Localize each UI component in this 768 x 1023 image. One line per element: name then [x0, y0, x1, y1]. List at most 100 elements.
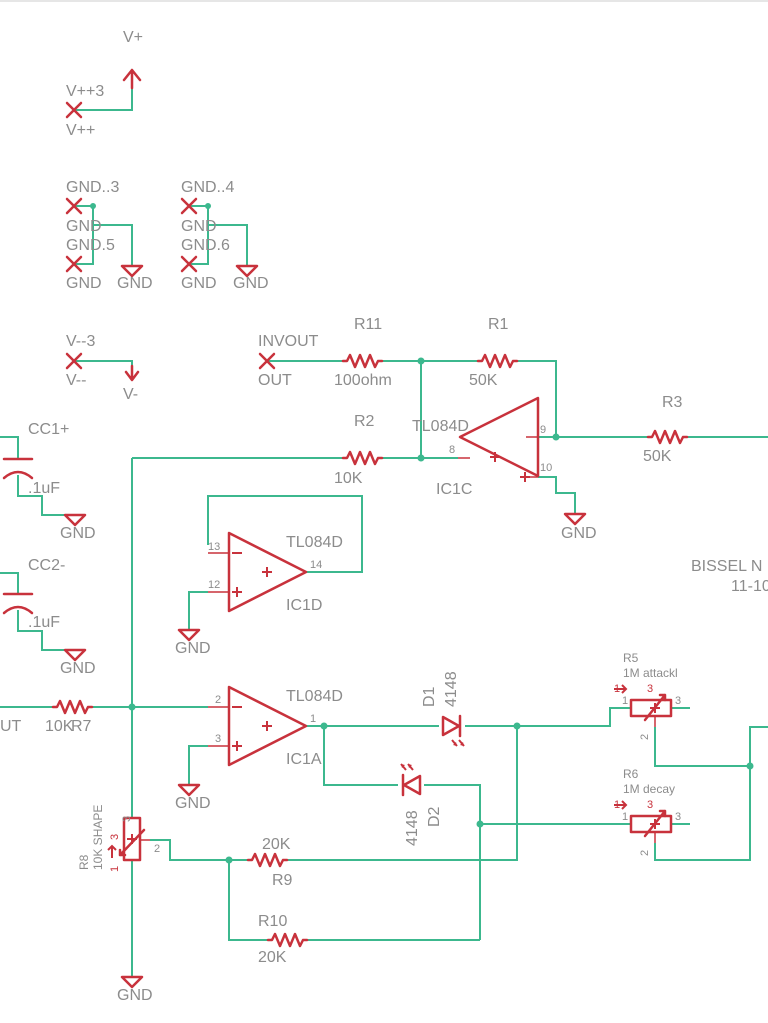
gnd-label: GND	[66, 218, 102, 235]
svg-text:3: 3	[215, 733, 221, 745]
junctions	[90, 203, 754, 864]
out-label: OUT	[258, 372, 292, 389]
r9-resistor-icon	[246, 852, 289, 868]
r2-resistor-icon	[341, 450, 384, 466]
svg-text:3: 3	[109, 834, 121, 840]
svg-text:10: 10	[540, 462, 552, 474]
bissel-label: BISSEL N	[691, 558, 762, 575]
r6-value: 1M decay	[623, 782, 675, 796]
diode-icon	[441, 714, 462, 738]
r3-value: 50K	[643, 448, 672, 465]
opamp-ic1c	[458, 396, 540, 482]
opamp-icon	[227, 685, 308, 767]
gnd6-label: GND.6	[181, 237, 230, 254]
r11-name: R11	[354, 316, 382, 333]
svg-text:1: 1	[109, 866, 121, 872]
cc2-name: CC2-	[28, 557, 65, 574]
r3-name: R3	[662, 394, 683, 411]
ic1d-name: IC1D	[286, 597, 322, 614]
gnd-label: GND	[561, 525, 597, 542]
gnd-label: GND	[181, 275, 217, 292]
ic1a-name: IC1A	[286, 751, 322, 768]
pot-r8	[107, 816, 150, 862]
svg-text:2: 2	[215, 694, 221, 706]
r6-name: R6	[623, 767, 639, 781]
cc1-capacitor-icon	[2, 457, 34, 480]
r7-resistor-icon	[51, 699, 94, 715]
r1-value: 50K	[469, 372, 498, 389]
diode-d1	[441, 714, 465, 747]
d2-value: 4148	[404, 810, 421, 846]
vpp3-label: V++3	[66, 83, 104, 100]
potentiometer-icon	[122, 816, 142, 862]
r11-resistor-icon	[341, 353, 384, 369]
diode-d2	[400, 763, 422, 797]
labels: V+ V++3 V++ GND..3 GND GND.5 GND GND GND…	[0, 29, 768, 1004]
svg-text:14: 14	[310, 559, 322, 571]
r3-resistor-icon	[646, 429, 689, 445]
opamp-ic1d	[208, 531, 308, 613]
svg-text:2: 2	[639, 850, 651, 856]
r5-name: R5	[623, 651, 639, 665]
ic1a-part: TL084D	[286, 688, 343, 705]
resistor-symbols	[51, 353, 689, 948]
r1-resistor-icon	[476, 353, 519, 369]
cc1-name: CC1+	[28, 421, 69, 438]
out-left-label: UT	[0, 718, 22, 735]
x-mark-icon	[65, 101, 276, 370]
svg-text:1: 1	[614, 799, 620, 811]
ground-icon	[63, 264, 587, 989]
r8-value: 10K SHAPE	[91, 805, 105, 870]
pot-r6	[614, 800, 673, 843]
gnd-label: GND	[233, 275, 269, 292]
cc1-value: .1uF	[28, 480, 60, 497]
vplus-label: V+	[123, 29, 143, 46]
gnd-label: GND	[117, 987, 153, 1004]
r2-value: 10K	[334, 470, 363, 487]
vmm-label: V--	[66, 372, 86, 389]
capacitor-symbols	[2, 457, 34, 615]
opamp-ic1a	[208, 685, 308, 767]
d2-name: D2	[426, 806, 443, 827]
svg-text:13: 13	[208, 541, 220, 553]
d1-value: 4148	[443, 671, 460, 707]
cc2-capacitor-icon	[2, 592, 34, 615]
supply-symbols	[63, 68, 587, 989]
r7-name: R7	[71, 718, 92, 735]
gnd-label: GND	[181, 218, 217, 235]
svg-text:2: 2	[154, 843, 160, 855]
wires	[0, 88, 768, 977]
pot-r5	[614, 684, 673, 727]
r10-value: 20K	[258, 949, 287, 966]
svg-text:1: 1	[622, 695, 628, 707]
r10-name: R10	[258, 913, 287, 930]
r1-name: R1	[488, 316, 509, 333]
gnd-label: GND	[60, 660, 96, 677]
svg-text:1: 1	[622, 811, 628, 823]
gnd-label: GND	[117, 275, 153, 292]
r2-name: R2	[354, 413, 375, 430]
vminus-label: V-	[123, 386, 138, 403]
vminus-arrow-icon	[124, 364, 140, 382]
r5-value: 1M attackl	[623, 666, 678, 680]
r9-name: R9	[272, 872, 293, 889]
ic1c-part: TL084D	[412, 418, 469, 435]
r7-value: 10K	[45, 718, 74, 735]
r8-name: R8	[77, 854, 91, 870]
gnd5-label: GND.5	[66, 237, 115, 254]
ic1c-name: IC1C	[436, 481, 472, 498]
vpp-label: V++	[66, 122, 95, 139]
r9-value: 20K	[262, 836, 291, 853]
svg-text:1: 1	[310, 713, 316, 725]
vmm3-label: V--3	[66, 333, 95, 350]
d1-name: D1	[421, 686, 438, 707]
invout-label: INVOUT	[258, 333, 319, 350]
potentiometer-icon	[629, 698, 673, 718]
gnd-label: GND	[66, 275, 102, 292]
diode-icon	[401, 773, 422, 797]
svg-text:8: 8	[449, 444, 455, 456]
top-border	[0, 0, 768, 2]
gnd-label: GND	[175, 640, 211, 657]
ic1d-part: TL084D	[286, 534, 343, 551]
